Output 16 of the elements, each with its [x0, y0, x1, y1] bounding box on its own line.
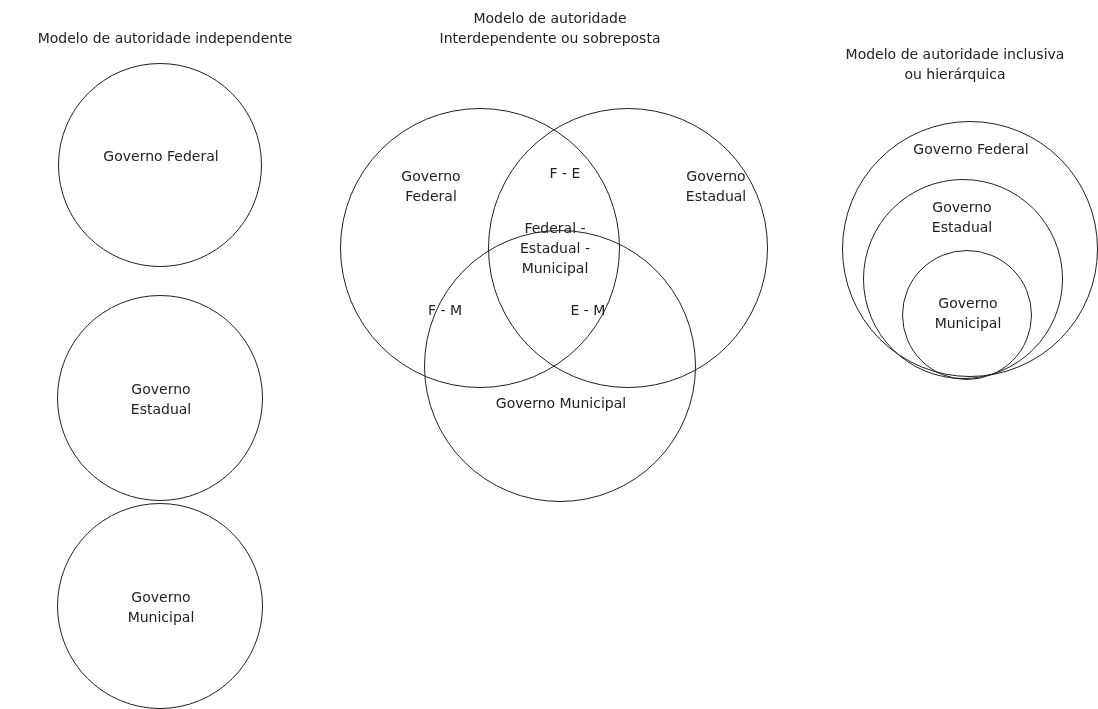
- circle-label: Governo Municipal: [933, 294, 1003, 333]
- circle-label: Governo Estadual: [684, 167, 748, 206]
- region-label: E - M: [569, 301, 607, 320]
- circle-label: Governo Federal: [102, 147, 220, 166]
- circle-label: Governo Federal: [912, 140, 1030, 159]
- circle-label: Governo Estadual: [930, 198, 994, 237]
- model-title: Modelo de autoridade independente: [36, 29, 294, 48]
- circle-label: Governo Municipal: [126, 588, 196, 627]
- circle-label: Governo Municipal: [494, 394, 628, 413]
- model-title: Modelo de autoridade inclusiva ou hierárquica: [845, 45, 1065, 84]
- region-label: Federal - Estadual - Municipal: [519, 219, 591, 278]
- circle-label: Governo Federal: [400, 167, 462, 206]
- region-label: F - E: [548, 164, 582, 183]
- model-title: Modelo de autoridade Interdependente ou sobreposta: [438, 9, 662, 48]
- circle-label: Governo Estadual: [129, 380, 193, 419]
- region-label: F - M: [426, 301, 464, 320]
